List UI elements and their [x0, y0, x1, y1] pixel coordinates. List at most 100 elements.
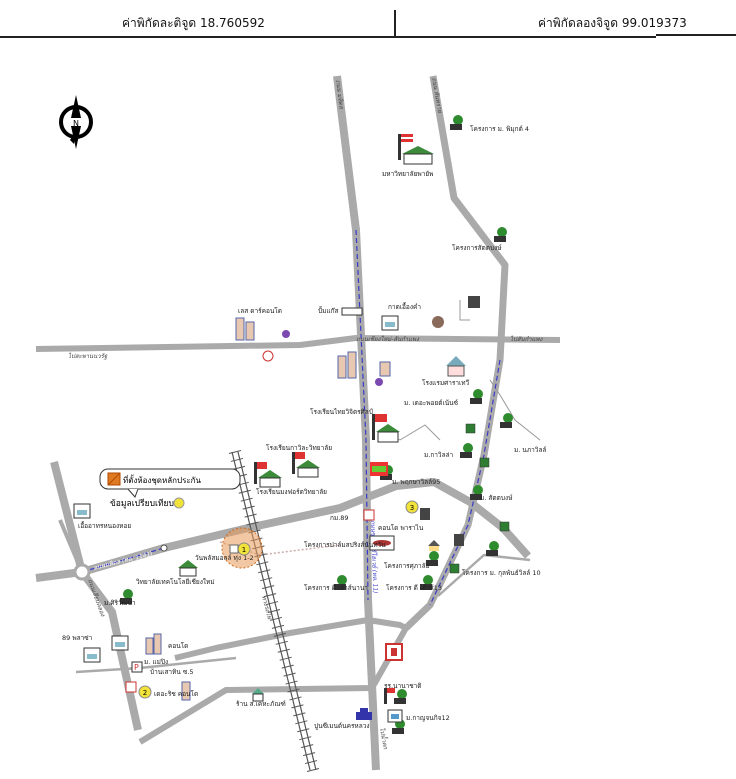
shop-icon: [363, 509, 375, 521]
longitude-text: ค่าพิกัดลองจิจูด 99.019373: [538, 16, 687, 30]
junctions: [73, 544, 168, 581]
house-icon: [428, 540, 440, 551]
place-label-p26: โครงการ ดี เฮ้าส์13: [386, 584, 442, 592]
road-label-r6: ถนนมหิดล (ทล. 1141): [93, 550, 154, 571]
railway-tie: [295, 720, 308, 725]
railway-tie: [267, 609, 281, 613]
place-labels: โครงการ ม. พิมุกต์ 4 มหาวิทยาลัยพายัพ โค…: [62, 125, 546, 730]
temple-icon: [432, 316, 444, 328]
railway-tie: [246, 521, 259, 526]
place-label-p21: วิทยาลัยเทคโนโลยีเชียงใหม่: [136, 578, 215, 586]
railway-tie: [293, 712, 306, 717]
market-icons: [73, 307, 403, 723]
road-label-r3: ไปสะพานนวรัฐ: [68, 352, 108, 360]
road-network: [35, 75, 561, 771]
marker-3-label: 3: [410, 504, 414, 512]
tree-housing-icon: [470, 389, 483, 404]
convenience-store-icon: [479, 457, 490, 468]
railway-tie: [240, 497, 253, 502]
condo-building-icon: [379, 361, 391, 377]
railway-tie: [232, 465, 246, 470]
road-label-r2: ถนน สันทราย: [430, 77, 443, 114]
school-icon: [384, 688, 395, 704]
railway-tie: [281, 664, 294, 669]
legend-compare-label: ข้อมูลเปรียบเทียบ: [110, 498, 174, 509]
railway-tie: [285, 680, 298, 685]
place-label-p3: โครงการสัตตบงษ์: [452, 244, 502, 252]
place-label-p27: 89 พลาซ่า: [62, 634, 93, 642]
place-label-p35: ม.กาญจนกิจ12: [406, 714, 450, 722]
tree-housing-icon: [500, 413, 513, 428]
road-west-upper: [118, 485, 180, 548]
legend-box: [99, 468, 241, 490]
shop-icon: [125, 681, 137, 693]
condo-building-icon: [420, 508, 430, 520]
road-label-r10: ไปน้ำตก: [378, 727, 391, 750]
tree-housing-icon: [426, 551, 439, 566]
market-icon: [73, 503, 91, 519]
railway-tie: [302, 752, 316, 757]
place-label-p18: คอนโด พาราไน: [378, 524, 424, 532]
tree-housing-icon: [120, 589, 133, 604]
railway-tie: [258, 569, 271, 574]
place-label-p17: กม.89: [330, 514, 349, 522]
market-icon: [83, 647, 101, 663]
gas-station-icons: [262, 330, 383, 386]
condo-building-icon: [235, 317, 255, 341]
road-lower-crossing: [174, 617, 408, 661]
railway-tie: [279, 656, 292, 661]
railway-tie: [273, 632, 286, 637]
place-label-p32: ร้าน ส.เคหะภัณฑ์: [236, 700, 286, 708]
temple-icons: P: [125, 316, 466, 720]
header-underline-right: [656, 34, 736, 36]
temple-icon: [446, 356, 466, 377]
legend-compare-marker: [173, 497, 185, 509]
school-icon: [292, 452, 320, 478]
convenience-store-icon: [499, 521, 510, 532]
place-label-p13: ม. นภาวิลล์: [514, 446, 546, 454]
condo-building-icons: [145, 317, 391, 701]
school-icon: [398, 134, 434, 165]
tree-housing-icon: [394, 689, 407, 704]
marker-2-label: 2: [143, 689, 147, 697]
place-label-p5: ปั้มแก๊ส: [318, 306, 339, 315]
place-label-p15: ม. สัตตบงษ์: [480, 494, 513, 502]
condo-building-icon: [454, 534, 464, 546]
place-label-p31: เดอะริช คอนโด: [154, 690, 198, 698]
house-icon: [252, 688, 264, 702]
railway-tie: [301, 744, 314, 749]
road-label-r7: ทางรถไฟ: [260, 595, 274, 621]
compass-icon: N: [59, 95, 93, 149]
place-label-p20: โครงการปาล์มสปริงส์นันทวัน: [304, 541, 386, 549]
road-local-2: [437, 553, 531, 597]
road-label-r1: ถนน มหิดล: [334, 79, 345, 109]
place-label-p33: รร.นานาชาติ: [384, 682, 422, 690]
place-label-p19: วันพลัสมอลล์ ทุ่ง 1-2: [195, 554, 254, 562]
railway-tie: [238, 489, 251, 494]
place-label-p30: บ้านเสาหิน ซ.5: [150, 668, 193, 676]
place-label-p23: โครงการ ม. กุลพันธ์วิลล์ 10: [462, 569, 541, 577]
place-label-p24: ม.ศิริวัฒนา: [104, 599, 136, 607]
railway-tie: [289, 696, 302, 701]
place-label-p14: ม. พฤกษาวิลล์95: [392, 478, 440, 486]
hospital-icon-center: [391, 648, 397, 656]
railway-tie: [244, 513, 257, 518]
compass-letter: N: [73, 119, 79, 128]
market-icon: [111, 635, 129, 651]
railway-tie: [299, 736, 312, 741]
condo-building-icon: [337, 351, 357, 379]
latitude-text: ค่าพิกัดละติจูด 18.760592: [122, 16, 265, 30]
condo-building-icon: [181, 681, 191, 701]
railway-tie: [228, 450, 242, 454]
road-local-1: [75, 656, 237, 674]
market-icon: [341, 307, 363, 316]
place-label-p28: คอนโด: [168, 642, 188, 650]
gas-station-icon: [282, 330, 290, 338]
railway-tie: [265, 601, 279, 606]
convenience-store-icon: [465, 423, 476, 434]
cement-icon: [356, 708, 372, 720]
railway-ties: [228, 450, 320, 772]
market-icon: [381, 315, 399, 331]
railway-tie: [304, 760, 318, 765]
road-labels: ถนน มหิดล ถนน สันทราย ไปสะพานนวรัฐ ไปสัน…: [68, 77, 543, 750]
